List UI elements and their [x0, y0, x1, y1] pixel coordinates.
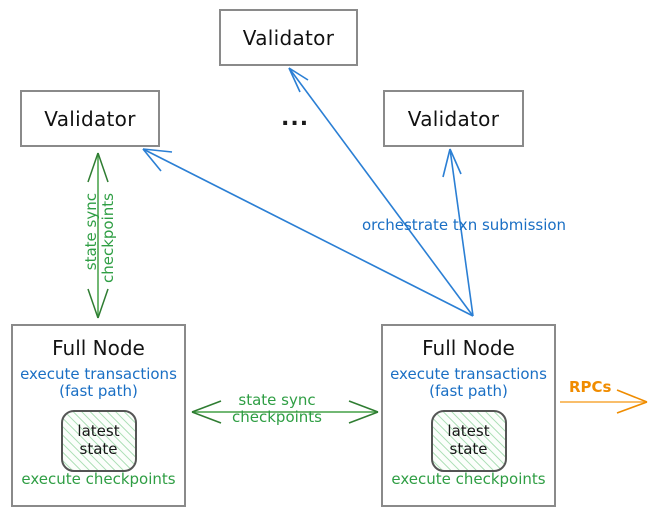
node-fullnode-left-execute-checkpoints: execute checkpoints — [21, 470, 176, 488]
edge-label-rpcs: RPCs — [569, 378, 612, 396]
node-fullnode-left-latest-state-line1: latest — [77, 421, 120, 440]
edge-label-state-sync-horizontal: state sync checkpoints — [232, 392, 322, 426]
node-fullnode-right-title: Full Node — [422, 336, 515, 360]
node-fullnode-right-latest-state-line2: state — [449, 439, 488, 458]
node-fullnode-right[interactable]: Full Node execute transactions (fast pat… — [381, 324, 556, 507]
edge-label-state-sync-horizontal-line2: checkpoints — [232, 407, 322, 426]
node-validator-left[interactable]: Validator — [20, 90, 160, 147]
node-validator-right[interactable]: Validator — [383, 90, 524, 147]
node-validator-top[interactable]: Validator — [219, 9, 358, 66]
node-fullnode-right-execute-checkpoints: execute checkpoints — [391, 470, 546, 488]
edge-label-orchestrate-txn-submission: orchestrate txn submission — [362, 216, 567, 234]
node-fullnode-left-latest-state-line2: state — [79, 439, 118, 458]
node-validator-left-title: Validator — [44, 106, 136, 131]
edge-label-state-sync-vertical-line2: checkpoints — [99, 193, 117, 283]
node-fullnode-right-exec-txn: execute transactions — [390, 365, 547, 383]
node-fullnode-left-title: Full Node — [52, 336, 145, 360]
validators-ellipsis: ... — [281, 106, 310, 131]
node-fullnode-left-latest-state: latest state — [60, 409, 137, 472]
node-fullnode-right-latest-state-line1: latest — [447, 421, 490, 440]
node-fullnode-left[interactable]: Full Node execute transactions (fast pat… — [11, 324, 186, 507]
node-validator-top-title: Validator — [242, 25, 335, 50]
node-fullnode-left-exec-txn: execute transactions — [20, 365, 177, 383]
node-fullnode-right-fast-path: (fast path) — [429, 381, 508, 400]
edge-label-state-sync-vertical-line1: state sync — [82, 193, 100, 271]
node-fullnode-right-latest-state: latest state — [430, 409, 507, 472]
edge-label-state-sync-horizontal-line1: state sync — [238, 391, 316, 409]
node-validator-right-title: Validator — [407, 106, 500, 131]
node-fullnode-left-fast-path: (fast path) — [59, 381, 138, 400]
